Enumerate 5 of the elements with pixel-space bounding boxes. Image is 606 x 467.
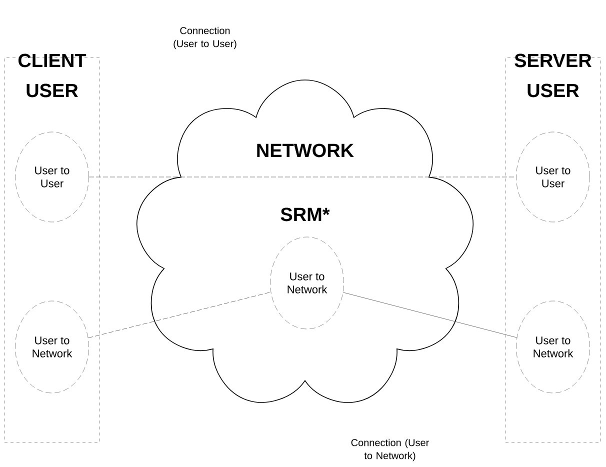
connection-label: Connection (User to Network) (351, 438, 429, 462)
connection-label: Connection (User to User) (174, 26, 236, 50)
connection-line (343, 292, 517, 338)
connection-line (88, 292, 271, 338)
connection-line (88, 176, 516, 178)
